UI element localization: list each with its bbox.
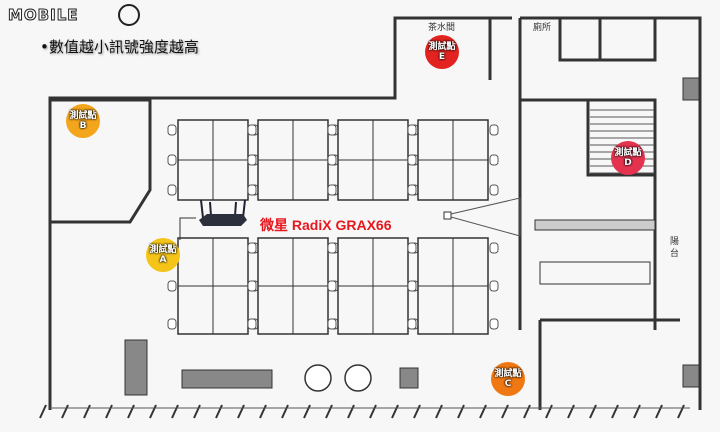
- access-point-marker: [443, 211, 452, 220]
- window-mullion: [281, 404, 289, 419]
- chair: [327, 242, 337, 254]
- window-mullion: [303, 404, 311, 419]
- round-table: [344, 364, 372, 392]
- meeting-room-wall: [50, 98, 152, 224]
- outer-wall-east: [520, 16, 702, 410]
- window-mullion: [127, 404, 135, 419]
- chair: [247, 184, 257, 196]
- window-mullion: [149, 404, 157, 419]
- window-mullion: [633, 404, 641, 419]
- chair: [167, 154, 177, 166]
- chair: [327, 318, 337, 330]
- outer-wall-west: [48, 96, 150, 410]
- window-mullion: [567, 404, 575, 419]
- room-label-balcony: 陽台: [670, 237, 680, 259]
- chair: [407, 124, 417, 136]
- mobile01-logo: MOBILE: [8, 6, 79, 25]
- window-mullion: [589, 404, 597, 419]
- window-mullion: [39, 404, 47, 419]
- chair: [407, 154, 417, 166]
- window-mullion: [171, 404, 179, 419]
- window-mullion: [347, 404, 355, 419]
- chair: [327, 280, 337, 292]
- chair: [247, 318, 257, 330]
- window-mullion: [259, 404, 267, 419]
- window-mullion: [655, 404, 663, 419]
- window-mullion: [413, 404, 421, 419]
- chair: [167, 280, 177, 292]
- window-mullion: [435, 404, 443, 419]
- chair: [489, 154, 499, 166]
- furniture-block: [682, 364, 700, 388]
- chair: [167, 318, 177, 330]
- window-mullion: [83, 404, 91, 419]
- window-mullion: [105, 404, 113, 419]
- desk-cluster: [539, 261, 651, 285]
- chair: [489, 242, 499, 254]
- room-label-restroom: 廁所: [533, 23, 552, 33]
- window-mullion: [523, 404, 531, 419]
- chair: [247, 154, 257, 166]
- furniture-block: [181, 369, 273, 389]
- corridor-wall: [520, 98, 657, 330]
- furniture-block: [399, 367, 419, 389]
- chair: [167, 184, 177, 196]
- signal-note: •數值越小訊號強度越高: [40, 38, 199, 56]
- counter: [534, 219, 656, 231]
- chair: [327, 154, 337, 166]
- chair: [327, 184, 337, 196]
- chair: [247, 280, 257, 292]
- window-mullion: [193, 404, 201, 419]
- chair: [407, 280, 417, 292]
- outer-wall-north: [150, 16, 512, 100]
- stair-wall: [586, 100, 655, 177]
- chair: [489, 318, 499, 330]
- window-mullion: [611, 404, 619, 419]
- window-mullion: [237, 404, 245, 419]
- window-mullion: [545, 404, 553, 419]
- furniture-block: [682, 77, 700, 101]
- chair: [247, 242, 257, 254]
- chair: [247, 124, 257, 136]
- chair: [407, 242, 417, 254]
- router-pointer: [179, 217, 196, 240]
- chair: [407, 318, 417, 330]
- chair: [167, 124, 177, 136]
- window-mullion: [479, 404, 487, 419]
- room-label-pantry: 茶水間: [428, 23, 456, 33]
- chair: [407, 184, 417, 196]
- restroom-stall-1: [558, 18, 602, 62]
- window-mullion: [215, 404, 223, 419]
- window-mullion: [369, 404, 377, 419]
- router-icon: [199, 199, 247, 226]
- round-table: [304, 364, 332, 392]
- window-mullion: [457, 404, 465, 419]
- window-mullion: [325, 404, 333, 419]
- window-mullion: [61, 404, 69, 419]
- logo-face-icon: [118, 4, 140, 26]
- coverage-line: [450, 197, 521, 237]
- window-mullion: [391, 404, 399, 419]
- chair: [327, 124, 337, 136]
- chair: [489, 124, 499, 136]
- window-mullion: [677, 404, 685, 419]
- chair: [489, 280, 499, 292]
- restroom-stall-2: [600, 18, 657, 62]
- chair: [489, 184, 499, 196]
- furniture-block: [124, 339, 148, 396]
- router-label: 微星 RadiX GRAX66: [260, 217, 392, 233]
- window-mullion: [501, 404, 509, 419]
